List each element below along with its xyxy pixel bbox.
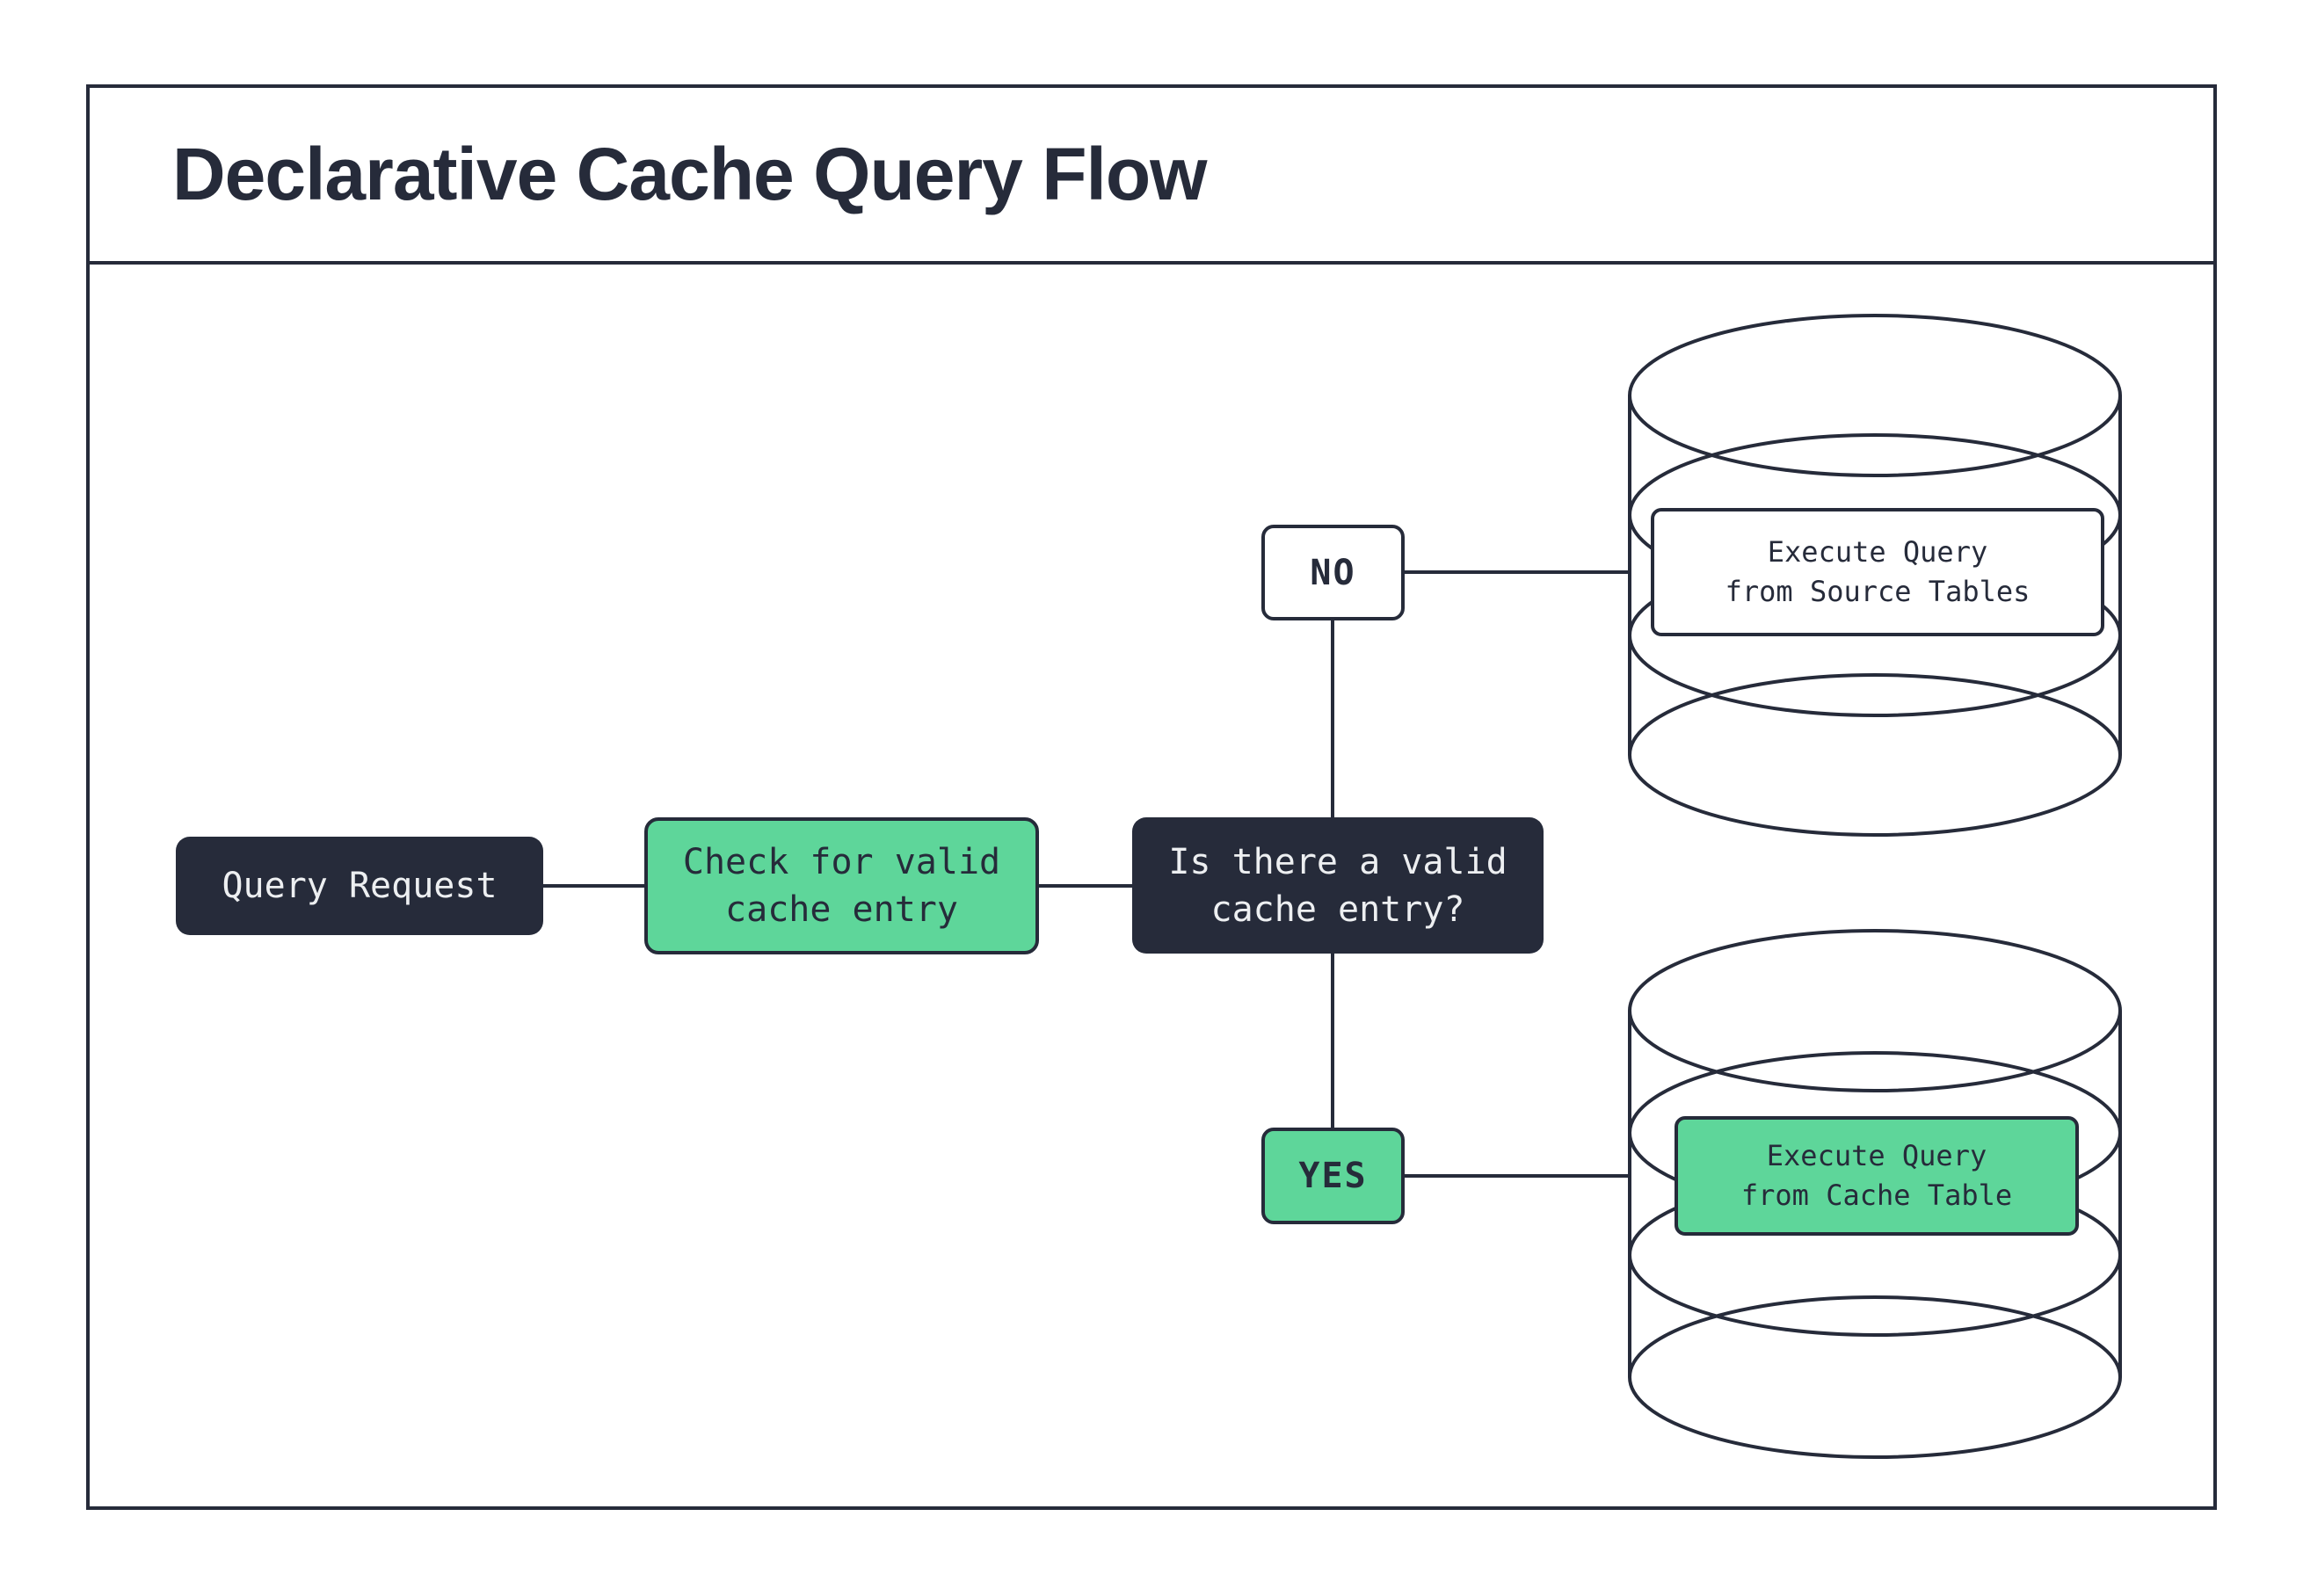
node-decision-valid-cache: Is there a valid cache entry? bbox=[1132, 817, 1544, 954]
node-execute-cache-table: Execute Query from Cache Table bbox=[1675, 1116, 2079, 1236]
branch-label-no: NO bbox=[1261, 525, 1405, 620]
node-execute-source-tables: Execute Query from Source Tables bbox=[1651, 508, 2104, 636]
branch-label-yes: YES bbox=[1261, 1128, 1405, 1224]
source-database-cylinder-icon bbox=[1628, 314, 2122, 837]
node-check-cache: Check for valid cache entry bbox=[644, 817, 1039, 954]
title-bar: Declarative Cache Query Flow bbox=[90, 88, 2213, 265]
cache-database-cylinder-icon bbox=[1628, 929, 2122, 1459]
page-title: Declarative Cache Query Flow bbox=[172, 133, 1208, 215]
node-query-request: Query Request bbox=[176, 837, 543, 935]
diagram-frame: Declarative Cache Query Flow bbox=[86, 84, 2217, 1510]
